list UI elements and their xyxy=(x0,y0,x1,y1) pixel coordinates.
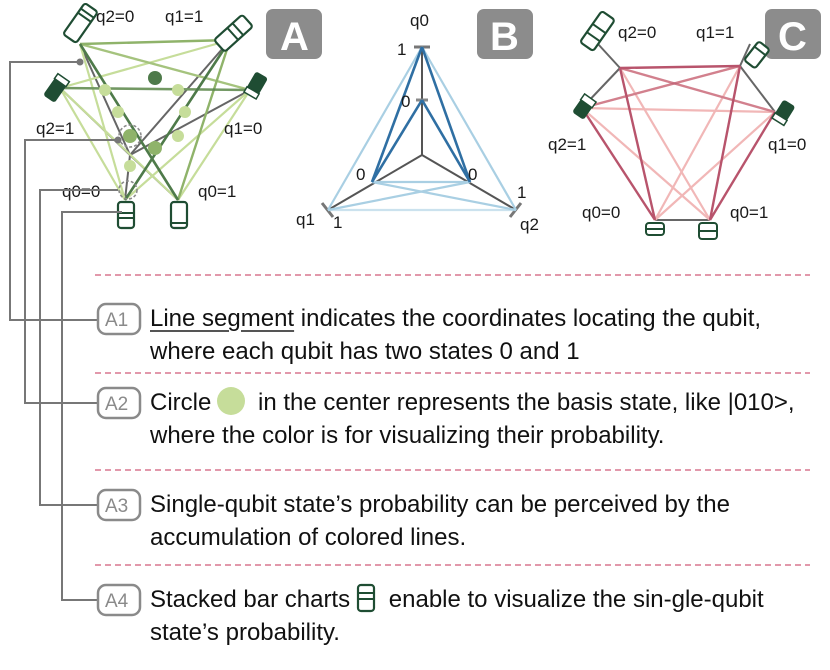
axis-c-q1-bottom xyxy=(739,65,776,113)
bar-icon-c-q0-right xyxy=(698,222,718,240)
bar-icon-q0-left xyxy=(116,200,136,230)
leader-lines xyxy=(9,61,122,601)
panel-a-letter: A xyxy=(280,15,309,59)
label-c-q0-0: q0=0 xyxy=(582,203,620,222)
label-b-q2: q2 xyxy=(520,215,539,234)
line-segment-term: Line segment xyxy=(150,305,295,332)
basis-circle xyxy=(148,141,162,155)
description-a4-before: Stacked bar charts xyxy=(150,586,351,613)
panel-c: C xyxy=(548,9,821,240)
leader-line-a1 xyxy=(9,61,98,321)
label-a-q2-0: q2=0 xyxy=(96,7,134,26)
description-a2-before: Circle xyxy=(150,389,212,416)
basis-circle xyxy=(148,71,162,85)
leader-line-a4 xyxy=(61,211,122,601)
badge-a2: A2 xyxy=(96,386,142,420)
panel-b-dark-lines xyxy=(370,46,472,183)
basis-circle-highlight xyxy=(118,124,142,148)
label-a-q1-0: q1=0 xyxy=(224,119,262,138)
badge-a4: A4 xyxy=(96,583,142,617)
axis-end-highlight xyxy=(118,180,138,200)
label-c-q2-1: q2=1 xyxy=(548,135,586,154)
label-b-q0: q0 xyxy=(410,11,429,30)
description-a1-text: indicates the coordinates locating the q… xyxy=(150,305,762,365)
label-b-q2-zero: 0 xyxy=(468,165,477,184)
badge-a4-text: A4 xyxy=(105,591,129,612)
label-b-q1: q1 xyxy=(296,210,315,229)
panel-b-light-lines xyxy=(327,46,517,212)
description-a3-text: Single-qubit state’s probability can be … xyxy=(150,491,730,551)
basis-circle xyxy=(112,106,124,118)
panel-b-letter-bg xyxy=(477,9,533,59)
bar-icon-c-q0-left xyxy=(645,222,665,236)
basis-circle xyxy=(124,160,136,172)
description-a4-after: enable to visualize the sin-gle-qubit st… xyxy=(150,586,764,646)
bar-icon-c-q1-top xyxy=(744,41,770,69)
leader-line-a2 xyxy=(24,139,116,404)
bar-icon-q2-bottom xyxy=(44,72,71,102)
label-a-q2-1: q2=1 xyxy=(36,119,74,138)
bar-icon-q0-right xyxy=(169,200,189,230)
bar-icon-c-q2-top xyxy=(580,10,615,52)
panel-c-dark-lines xyxy=(580,64,777,221)
axis-c-q2-top xyxy=(597,43,621,69)
description-a3: Single-qubit state’s probability can be … xyxy=(150,488,810,554)
label-c-q1-1: q1=1 xyxy=(696,23,734,42)
basis-circle xyxy=(172,84,184,96)
basis-circle xyxy=(99,84,111,96)
bar-icon-q2-top xyxy=(63,2,98,44)
label-c-q0-1: q0=1 xyxy=(730,203,768,222)
badge-a1: A1 xyxy=(96,302,142,336)
panel-c-letter: C xyxy=(778,15,807,59)
label-a-q0-0: q0=0 xyxy=(62,182,100,201)
panel-b-letter: B xyxy=(490,15,519,59)
basis-circle-icon xyxy=(217,387,246,415)
label-b-q1-one: 1 xyxy=(333,213,342,232)
leader-dot xyxy=(114,136,122,144)
badge-a3-text: A3 xyxy=(105,496,128,517)
label-b-q2-one: 1 xyxy=(517,183,526,202)
bar-icon-q1-bottom xyxy=(242,72,268,101)
leader-dot xyxy=(76,58,84,66)
axis-c-q1-top xyxy=(739,43,751,67)
label-b-q1-zero: 0 xyxy=(356,165,365,184)
badge-a2-text: A2 xyxy=(105,394,128,415)
bar-icon-c-q1-bottom xyxy=(770,100,795,127)
tick-b-q1 xyxy=(320,202,335,218)
bar-icon-q1-top xyxy=(214,14,253,52)
description-a2: Circle in the center represents the basi… xyxy=(150,386,810,452)
label-b-q0-zero: 0 xyxy=(401,92,410,111)
badge-a3: A3 xyxy=(96,488,142,522)
separators xyxy=(95,274,810,566)
panel-c-letter-bg xyxy=(765,9,821,59)
label-c-q2-0: q2=0 xyxy=(618,23,656,42)
label-b-q0-one: 1 xyxy=(397,40,406,59)
leader-line-a3 xyxy=(39,189,118,506)
panel-a: A xyxy=(36,2,322,230)
panel-a-dark-lines xyxy=(59,39,251,201)
label-a-q1-1: q1=1 xyxy=(165,7,203,26)
basis-circle xyxy=(172,130,184,142)
axis-q1-top xyxy=(129,39,231,156)
stacked-bar-icon xyxy=(357,583,376,613)
badge-a1-text: A1 xyxy=(105,310,128,331)
panel-a-letter-bg xyxy=(266,9,322,59)
panel-b: B q0 1 0 0 0 q1 1 1 q xyxy=(296,9,539,234)
basis-circle xyxy=(123,129,137,143)
label-a-q0-1: q0=1 xyxy=(198,182,236,201)
panel-c-light-lines xyxy=(581,64,776,221)
description-a1: Line segment indicates the coordinates l… xyxy=(150,302,810,368)
basis-circle xyxy=(179,106,191,118)
bar-icon-c-q2-bottom xyxy=(573,92,598,119)
panel-a-mid-lines xyxy=(79,38,251,201)
description-a2-after: in the center represents the basis state… xyxy=(150,389,795,449)
axis-q2-top xyxy=(79,43,131,156)
label-c-q1-0: q1=0 xyxy=(768,135,806,154)
description-a4: Stacked bar charts enable to visualize t… xyxy=(150,583,810,649)
